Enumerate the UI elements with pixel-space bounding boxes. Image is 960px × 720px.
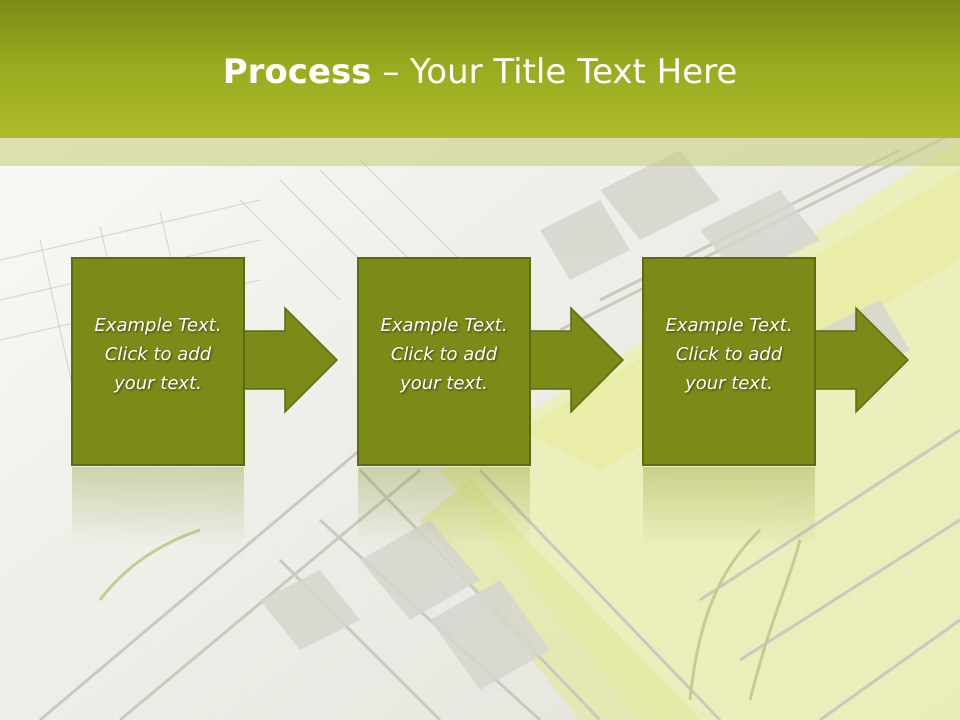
- slide-title[interactable]: Process – Your Title Text Here: [0, 52, 960, 92]
- step-3-line-2: Click to add: [675, 344, 783, 365]
- step-1-line-2: Click to add: [104, 344, 212, 365]
- arrow-2[interactable]: [525, 306, 625, 414]
- step-2-line-1: Example Text.: [380, 315, 508, 336]
- step-text-2[interactable]: Example Text. Click to add your text.: [364, 311, 524, 398]
- title-rest: – Your Title Text Here: [371, 52, 738, 92]
- step-2-line-2: Click to add: [390, 344, 498, 365]
- step-2-line-3: your text.: [400, 373, 488, 394]
- step-text-1[interactable]: Example Text. Click to add your text.: [78, 311, 238, 398]
- step-1-line-3: your text.: [114, 373, 202, 394]
- title-band: [0, 138, 960, 166]
- step-box-3[interactable]: [642, 257, 816, 466]
- step-3-line-1: Example Text.: [665, 315, 793, 336]
- title-bold: Process: [222, 52, 372, 92]
- title-bar: [0, 0, 960, 138]
- arrow-3[interactable]: [810, 306, 910, 414]
- step-box-2[interactable]: [357, 257, 531, 466]
- step-box-1[interactable]: [71, 257, 245, 466]
- step-text-3[interactable]: Example Text. Click to add your text.: [649, 311, 809, 398]
- step-1-line-1: Example Text.: [94, 315, 222, 336]
- reflections: [72, 467, 815, 547]
- step-3-line-3: your text.: [685, 373, 773, 394]
- arrow-1[interactable]: [239, 306, 339, 414]
